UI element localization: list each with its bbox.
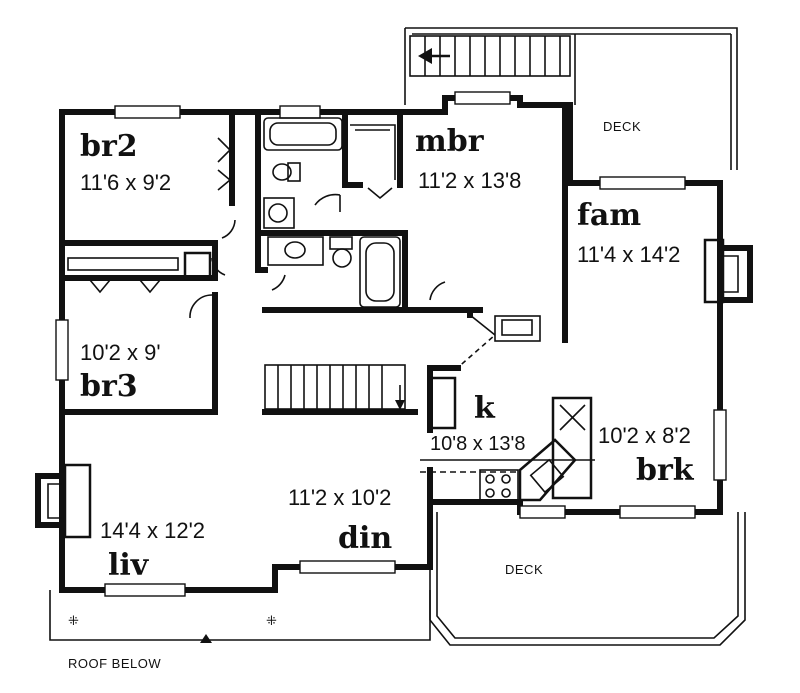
roof-below: ⁜ ⁜ [49, 590, 431, 643]
windows [55, 91, 727, 597]
room-name-fam: fam [577, 198, 641, 233]
room-name-br2: br2 [80, 129, 138, 164]
svg-text:⁜: ⁜ [266, 613, 277, 628]
fireplace-liv [35, 463, 92, 539]
interior-stairs [264, 364, 457, 430]
room-name-k: k [474, 391, 496, 426]
bath-fixtures [67, 117, 541, 342]
room-dims-br2: 11'6 x 9'2 [80, 170, 171, 195]
deck-top-label: DECK [603, 119, 641, 134]
room-dims-br3: 10'2 x 9' [80, 340, 161, 365]
room-name-din: din [338, 521, 392, 556]
room-dims-k: 10'8 x 13'8 [430, 433, 526, 455]
fireplace-fam [703, 238, 753, 304]
room-dims-mbr: 11'2 x 13'8 [418, 168, 521, 193]
room-dims-brk: 10'2 x 8'2 [598, 423, 691, 448]
room-dims-liv: 14'4 x 12'2 [100, 518, 205, 543]
stair-down-arrow-icon [395, 400, 405, 410]
room-dims-din: 11'2 x 10'2 [288, 485, 391, 510]
room-name-liv: liv [108, 548, 150, 583]
stair-arrow-icon [418, 48, 432, 64]
roof-below-label: ROOF BELOW [68, 656, 161, 671]
room-name-br3: br3 [80, 369, 138, 404]
deck-bottom-label: DECK [505, 562, 543, 577]
room-name-mbr: mbr [415, 124, 485, 159]
upper-deck [404, 27, 738, 170]
kitchen-counters [420, 396, 595, 503]
lower-deck [429, 512, 746, 646]
room-name-brk: brk [636, 453, 695, 488]
door-swings [189, 193, 496, 371]
svg-text:⁜: ⁜ [68, 613, 79, 628]
room-dims-fam: 11'4 x 14'2 [577, 242, 680, 267]
